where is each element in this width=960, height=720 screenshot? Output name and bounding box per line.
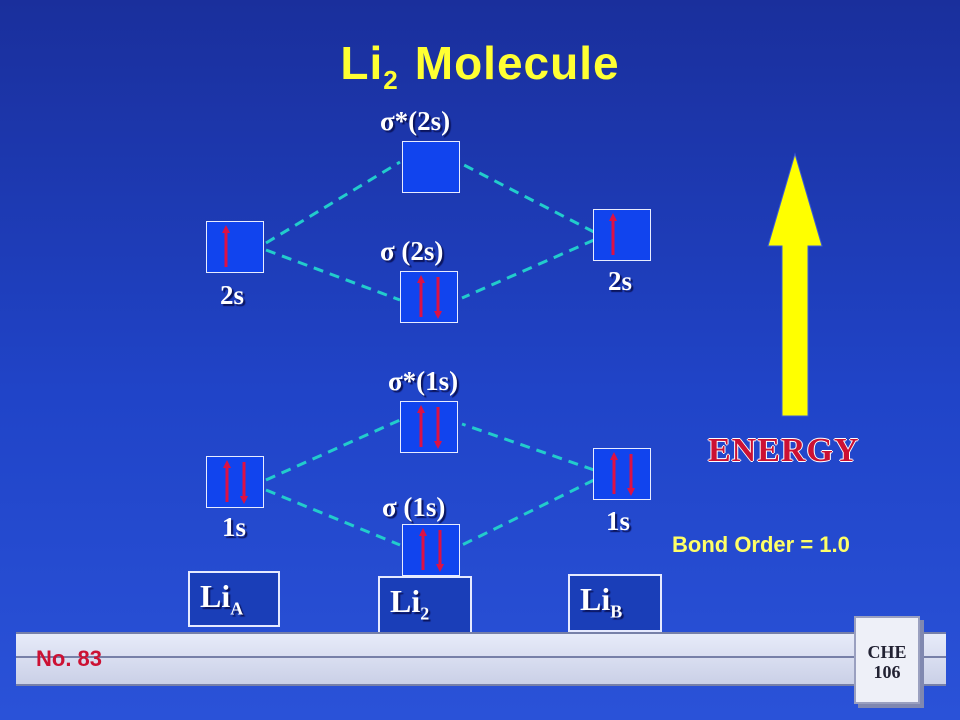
orbital-box-sigma-star-2s	[402, 141, 460, 193]
title-element: Li	[340, 37, 384, 89]
orbital-box-sigma-1s	[402, 524, 460, 576]
orbital-box-atomB-1s	[593, 448, 651, 500]
orbital-box-sigma-star-1s	[400, 401, 458, 453]
electron-up-arrow-icon	[417, 275, 425, 317]
electron-up-arrow-icon	[419, 528, 427, 570]
electron-up-arrow-icon	[223, 460, 231, 502]
bond-order: Bond Order = 1.0	[672, 532, 850, 557]
connector-1sA-sigstar	[265, 418, 401, 482]
course-number: 106	[873, 662, 901, 682]
label-atomB-2s: 2s	[608, 266, 633, 296]
label-atomB-1s: 1s	[606, 506, 631, 536]
connector-1sB-sigma	[461, 478, 595, 547]
electron-up-arrow-icon	[609, 213, 617, 255]
page-title: Li2 Molecule	[0, 36, 960, 95]
footer-divider-bottom	[16, 684, 946, 686]
electron-up-arrow-icon	[222, 225, 230, 267]
molecule-name-sub: 2	[420, 603, 430, 624]
connector-2sB-sigstar	[461, 162, 595, 234]
electron-down-arrow-icon	[627, 454, 635, 496]
electron-down-arrow-icon	[436, 530, 444, 572]
connector-2sA-sigma	[265, 248, 401, 302]
footer-bar	[16, 632, 946, 686]
energy-label: ENERGY	[708, 432, 860, 469]
atomA-name-box: LiA	[188, 571, 280, 627]
label-sigma-star-1s: σ*(1s)	[388, 366, 459, 396]
slide-number: No. 83	[36, 646, 103, 671]
energy-arrow-icon	[767, 152, 823, 417]
atomB-name-sub: B	[610, 601, 623, 622]
orbital-box-sigma-2s	[400, 271, 458, 323]
molecule-name: Li	[390, 583, 421, 619]
connector-1sA-sigma	[265, 488, 401, 547]
orbital-box-atomA-2s	[206, 221, 264, 273]
title-subscript: 2	[383, 65, 399, 95]
label-sigma-1s: σ (1s)	[382, 492, 446, 522]
electron-down-arrow-icon	[434, 277, 442, 319]
label-atomA-2s: 2s	[220, 280, 245, 310]
label-sigma-star-2s: σ*(2s)	[380, 106, 451, 136]
label-atomA-1s: 1s	[222, 512, 247, 542]
connector-2sA-sigstar	[265, 160, 401, 245]
atomA-name-sub: A	[230, 598, 244, 619]
molecule-name-box: Li2	[378, 576, 472, 634]
footer-divider-top	[16, 632, 946, 634]
course-badge: CHE 106	[854, 616, 920, 704]
atomA-name: Li	[200, 578, 231, 614]
connector-1sB-sigstar	[461, 422, 595, 472]
label-sigma-2s: σ (2s)	[380, 236, 444, 266]
course-code: CHE	[867, 642, 907, 662]
footer-divider-mid	[16, 656, 946, 658]
electron-up-arrow-icon	[417, 405, 425, 447]
title-rest: Molecule	[414, 37, 620, 89]
electron-down-arrow-icon	[434, 407, 442, 449]
atomB-name: Li	[580, 581, 611, 617]
electron-down-arrow-icon	[240, 462, 248, 504]
electron-up-arrow-icon	[610, 452, 618, 494]
connector-2sB-sigma	[461, 238, 595, 300]
atomB-name-box: LiB	[568, 574, 662, 632]
orbital-box-atomB-2s	[593, 209, 651, 261]
orbital-box-atomA-1s	[206, 456, 264, 508]
